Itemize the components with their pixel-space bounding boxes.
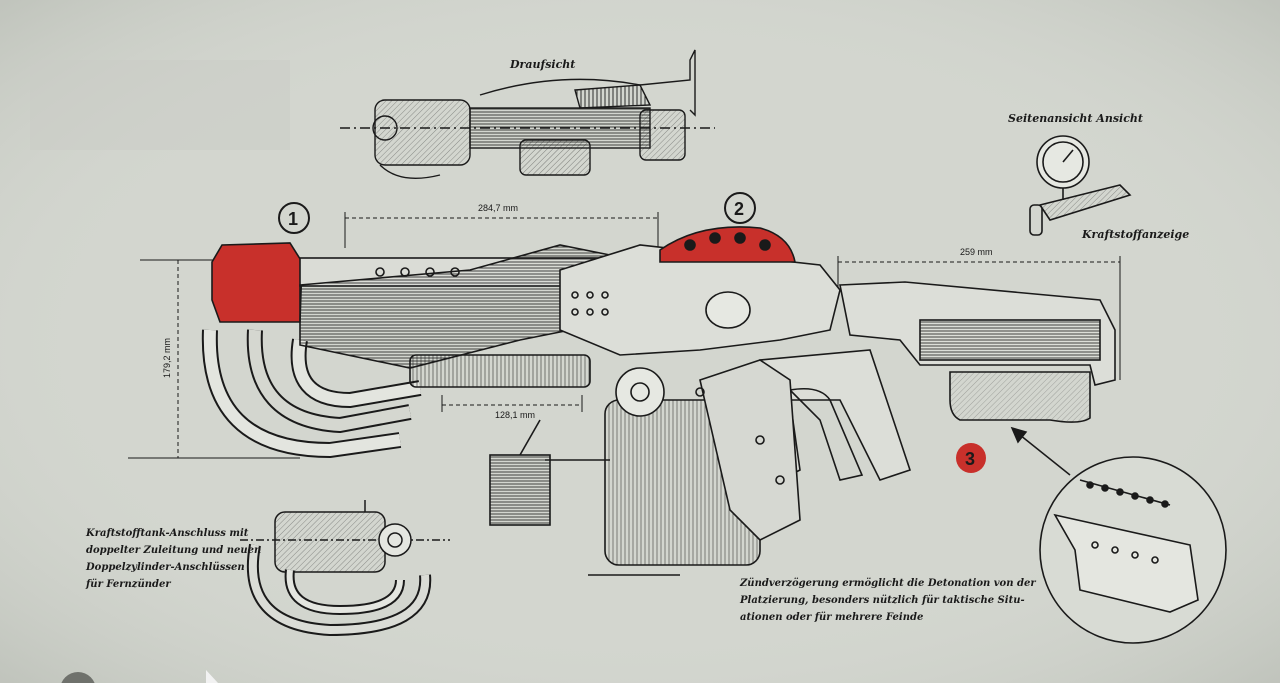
- dim-stock-length: [837, 256, 1121, 380]
- cursor-icon: [61, 670, 218, 683]
- svg-text:Kraftstofftank-Anschluss mit: Kraftstofftank-Anschluss mit: [85, 528, 249, 539]
- top-view-drawing: [340, 49, 715, 180]
- callout-1: 1: [278, 202, 310, 234]
- gauge-title: Seitenansicht Ansicht: [1008, 112, 1143, 125]
- weapon-side-view: [201, 226, 1116, 576]
- gauge-caption: Kraftstoffanzeige: [1081, 228, 1189, 241]
- dim-pipe-length: [441, 395, 583, 412]
- gauge-drawing: [1029, 135, 1132, 236]
- left-note: Kraftstofftank-Anschluss mit doppelter Z…: [85, 528, 261, 590]
- svg-text:1: 1: [288, 209, 298, 229]
- svg-text:3: 3: [965, 449, 975, 469]
- red-rear-block: [211, 242, 303, 323]
- detail-arrow: [1010, 426, 1071, 476]
- callout-3: 3: [956, 443, 986, 473]
- red-top-cylinder: [659, 226, 796, 263]
- dim-stock-label: 259 mm: [960, 247, 993, 257]
- top-view-label: Draufsicht: [509, 58, 575, 71]
- svg-text:2: 2: [734, 199, 744, 219]
- svg-text:Zündverzögerung ermöglicht die: Zündverzögerung ermöglicht die Detonatio…: [739, 578, 1036, 589]
- dim-barrel-length: [344, 212, 659, 248]
- dim-height: [128, 259, 300, 459]
- dim-height-label: 179,2 mm: [162, 338, 172, 378]
- engine-detail-drawing: [240, 500, 450, 637]
- svg-text:Platzierung, besonders nützlic: Platzierung, besonders nützlich für takt…: [739, 595, 1025, 606]
- svg-text:für Fernzünder: für Fernzünder: [85, 579, 171, 590]
- svg-text:ationen oder für mehrere Feind: ationen oder für mehrere Feinde: [740, 612, 923, 623]
- dim-pipe-label: 128,1 mm: [495, 410, 535, 420]
- callout-2: 2: [724, 192, 756, 224]
- svg-text:Doppelzylinder-Anschlüssen: Doppelzylinder-Anschlüssen: [85, 562, 245, 573]
- bottom-note: Zündverzögerung ermöglicht die Detonatio…: [739, 578, 1036, 623]
- dim-barrel-label: 284,7 mm: [478, 203, 518, 213]
- detail-circle: [1039, 456, 1227, 644]
- svg-text:doppelter Zuleitung und neuen: doppelter Zuleitung und neuen: [86, 545, 261, 556]
